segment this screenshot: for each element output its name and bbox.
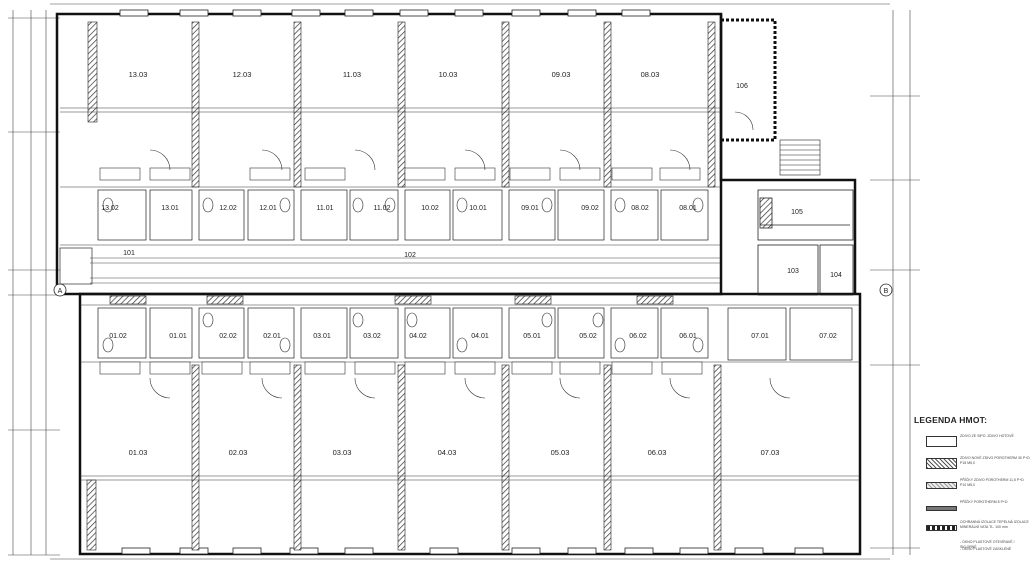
room-label-06-01: 06.01	[679, 333, 697, 340]
room-label-101: 101	[123, 250, 135, 257]
room-label-13-01: 13.01	[161, 205, 179, 212]
section-marker-a: A	[58, 288, 63, 295]
room-labels-top: 13.03 12.03 11.03 10.03 09.03 08.03	[129, 70, 660, 79]
room-label-09-01: 09.01	[521, 205, 539, 212]
top-bathrooms	[97, 189, 709, 241]
room-label-09-03: 09.03	[552, 70, 571, 79]
legend-swatch	[926, 458, 957, 469]
room-label-12-03: 12.03	[233, 70, 252, 79]
room-label-07-03: 07.03	[761, 448, 780, 457]
room-label-02-01: 02.01	[263, 333, 281, 340]
legend-swatch	[926, 436, 957, 447]
dimension-lines-left	[8, 10, 60, 556]
room-label-06-03: 06.03	[648, 448, 667, 457]
door-swings	[149, 111, 791, 399]
room-labels-bottom: 01.03 02.03 03.03 04.03 05.03 06.03 07.03	[129, 448, 780, 457]
top-windows	[119, 9, 651, 17]
room-label-103: 103	[787, 268, 799, 275]
room-label-07-01: 07.01	[751, 333, 769, 340]
room-label-105: 105	[791, 209, 803, 216]
room-label-13-02: 13.02	[101, 205, 119, 212]
room-label-11-02: 11.02	[374, 205, 391, 212]
legend-swatch	[926, 506, 957, 511]
room-label-04-01: 04.01	[471, 333, 489, 340]
section-markers: A B	[53, 283, 893, 297]
legend-row: ZDIVO NOVÉ ZDIVO POROTHERM 30 P+D P15 M5…	[926, 456, 1030, 478]
room-label-03-02: 03.02	[363, 333, 381, 340]
room-lines	[60, 107, 860, 481]
room-labels-top-sub: 13.02 13.01 12.02 12.01 11.01 11.02 10.02 10.01…	[101, 205, 697, 212]
dimension-lines-top-bottom	[50, 3, 890, 560]
room-label-03-03: 03.03	[333, 448, 352, 457]
legend-row: PŘÍČKY ZDIVO POROTHERM 11,5 P+D P10 M5,0	[926, 478, 1026, 500]
room-label-04-02: 04.02	[409, 333, 427, 340]
legend-swatch	[926, 482, 957, 489]
legend-text: PŘÍČKY POROTHERM 8 P+D	[960, 500, 1008, 504]
room-label-13-03: 13.03	[129, 70, 148, 79]
room-label-08-02: 08.02	[631, 205, 649, 212]
bottom-bathrooms	[97, 307, 853, 361]
room-label-12-02: 12.02	[219, 205, 237, 212]
room-label-06-02: 06.02	[629, 333, 647, 340]
room-labels-misc: 106 105 104 103 101 102	[123, 83, 842, 279]
sanitary-fixtures	[99, 167, 704, 375]
staircase	[779, 139, 821, 176]
room-label-106: 106	[736, 83, 748, 90]
legend-swatch	[926, 525, 957, 531]
room-label-11-03: 11.03	[343, 70, 361, 79]
legend-text: PŘÍČKY ZDIVO POROTHERM 11,5 P+D P10 M5,0	[960, 478, 1024, 487]
bottom-partitions	[86, 295, 722, 551]
legend-row: ZDIVO ZE SIPO. ZDIVO HOTOVÉ	[926, 434, 1026, 456]
section-marker-b: B	[884, 288, 889, 295]
room-label-09-02: 09.02	[581, 205, 599, 212]
dimension-lines-right	[870, 10, 920, 555]
room-label-03-01: 03.01	[313, 333, 331, 340]
room-label-102: 102	[404, 252, 416, 259]
room-label-01-02: 01.02	[109, 333, 127, 340]
legend-title: LEGENDA HMOT:	[914, 415, 988, 425]
room-labels-bottom-sub: 01.02 01.01 02.02 02.01 03.01 03.02 04.02 04.01…	[109, 333, 837, 340]
room-label-11-01: 11.01	[317, 205, 334, 212]
room-label-05-01: 05.01	[523, 333, 541, 340]
room-label-02-02: 02.02	[219, 333, 237, 340]
room-label-02-03: 02.03	[229, 448, 248, 457]
legend-footer-note: - OKNO PLASTOVÉ OTEVÍRAVÉ / SKLOPNÉ	[960, 540, 1015, 549]
room-label-05-03: 05.03	[551, 448, 570, 457]
room-label-01-03: 01.03	[129, 448, 148, 457]
room-label-01-01: 01.01	[169, 333, 187, 340]
legend-row: OCHRANNÁ IZOLACE TEPELNÁ IZOLACE MINERÁL…	[926, 520, 1029, 542]
room-label-04-03: 04.03	[438, 448, 457, 457]
corridor	[59, 247, 720, 285]
room-label-08-01: 08.01	[679, 205, 697, 212]
top-partitions	[87, 21, 716, 188]
legend-footer-note: - OKNO PLASTOVÉ ZASKLENÉ	[960, 547, 1012, 551]
legend-text: OCHRANNÁ IZOLACE TEPELNÁ IZOLACE MINERÁL…	[960, 520, 1029, 529]
outer-walls	[55, 12, 862, 556]
room-label-05-02: 05.02	[579, 333, 597, 340]
legend-text: ZDIVO ZE SIPO. ZDIVO HOTOVÉ	[960, 434, 1014, 438]
service-block	[757, 189, 854, 296]
legend-row: PŘÍČKY POROTHERM 8 P+D	[926, 500, 1026, 522]
room-label-12-01: 12.01	[259, 205, 277, 212]
room-label-10-01: 10.01	[469, 205, 487, 212]
legend-text: ZDIVO NOVÉ ZDIVO POROTHERM 30 P+D P15 M5…	[960, 456, 1030, 465]
room-label-10-03: 10.03	[439, 70, 458, 79]
room-label-08-03: 08.03	[641, 70, 660, 79]
legend-panel: LEGENDA HMOT: ZDIVO ZE SIPO. ZDIVO HOTOV…	[904, 412, 1030, 565]
room-label-10-02: 10.02	[421, 205, 439, 212]
room-label-104: 104	[830, 272, 842, 279]
room-label-07-02: 07.02	[819, 333, 837, 340]
